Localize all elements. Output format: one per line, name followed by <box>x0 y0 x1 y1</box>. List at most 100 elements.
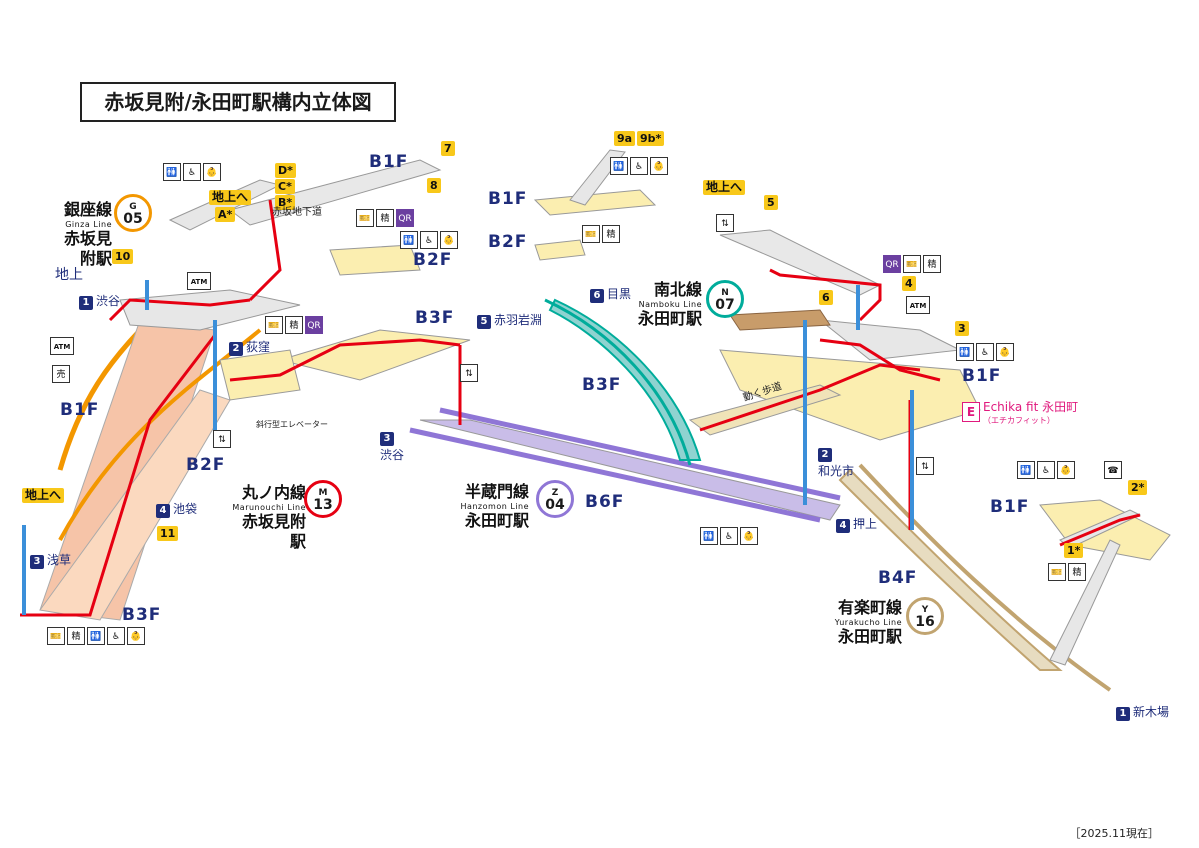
accessible-icon: ♿ <box>720 527 738 545</box>
qr-icon: QR <box>305 316 323 334</box>
left-b1f-concourse <box>119 289 301 331</box>
accessible-icon: ♿ <box>420 231 438 249</box>
hanzomon-track-lower <box>409 427 821 523</box>
facility-icons-ginza-upper: 🚻 ♿ 👶 <box>163 163 221 181</box>
facility-icons-namboku-top: 🚻 ♿ 👶 <box>610 157 668 175</box>
qr-icon: QR <box>883 255 901 273</box>
exit-6: 6 <box>819 290 833 305</box>
facility-icons-far-right-phone: ☎ <box>1104 461 1122 479</box>
baby-icon: 👶 <box>203 163 221 181</box>
exit-to-ground-a: 地上へ <box>209 190 252 205</box>
b2f-lower-concourse <box>219 349 301 401</box>
namboku-b2f <box>534 239 586 261</box>
phone-icon: ☎ <box>1104 461 1122 479</box>
facility-icons-namboku-b2f: 🎫 精 <box>582 225 620 243</box>
page-title: 赤坂見附/永田町駅構内立体図 <box>80 82 396 122</box>
floor-label-left-b3f: B3F <box>122 605 162 625</box>
baby-icon: 👶 <box>1057 461 1075 479</box>
floor-label-b6f: B6F <box>585 492 625 512</box>
floor-label-mid-b2f: B2F <box>413 250 453 270</box>
facility-icons-far-right: 🚻 ♿ 👶 <box>1017 461 1075 479</box>
ticket-icon: 🎫 <box>47 627 65 645</box>
station-yurakucho: 有楽町線 Yurakucho Line 永田町駅 <box>834 598 902 646</box>
exit-10: 10 <box>112 249 134 264</box>
shop-icon: 売 <box>52 365 70 383</box>
station-hanzomon: 半蔵門線 Hanzomon Line 永田町駅 <box>460 482 529 530</box>
fare-adjust-icon: 精 <box>602 225 620 243</box>
elevator-icon: ⇅ <box>460 364 478 382</box>
baby-icon: 👶 <box>650 157 668 175</box>
floor-label-far-right-b1f: B1F <box>990 497 1030 517</box>
exit-9a: 9a <box>614 131 636 146</box>
ticket-icon: 🎫 <box>582 225 600 243</box>
floor-label-b1f-upper: B1F <box>369 152 409 172</box>
facility-icons-marunouchi-b1f: 🎫 精 QR <box>265 316 323 334</box>
baby-icon: 👶 <box>996 343 1014 361</box>
exit-11: 11 <box>157 526 179 541</box>
station-marunouchi: 丸ノ内線 Marunouchi Line 赤坂見附駅 <box>232 483 306 551</box>
yurakucho-platform <box>838 468 1063 671</box>
ticket-icon: 🎫 <box>903 255 921 273</box>
facility-icons-b2f: 🚻 ♿ 👶 <box>400 231 458 249</box>
baby-icon: 👶 <box>440 231 458 249</box>
date-note: ［2025.11現在］ <box>1069 827 1160 840</box>
fare-adjust-icon: 精 <box>1068 563 1086 581</box>
exit-9b: 9b* <box>637 131 665 146</box>
fare-adjust-icon: 精 <box>376 209 394 227</box>
inclined-elevator-label: 斜行型エレベーター <box>256 420 328 429</box>
namboku-b1f <box>533 189 657 216</box>
toilet-icon: 🚻 <box>163 163 181 181</box>
exit-1: 1* <box>1064 543 1084 558</box>
floor-label-namboku-b3f: B3F <box>582 375 622 395</box>
facility-icons-right-b1f: 🚻 ♿ 👶 <box>956 343 1014 361</box>
fare-adjust-icon: 精 <box>923 255 941 273</box>
atm-icon: ATM <box>906 296 930 314</box>
hanzomon-track-upper <box>439 407 841 501</box>
hanzomon-platform <box>419 419 841 521</box>
exit-d: D* <box>275 163 296 178</box>
yurakucho-track <box>858 463 1112 692</box>
floor-label-left-b1f: B1F <box>60 400 100 420</box>
toilet-icon: 🚻 <box>956 343 974 361</box>
floor-label-namboku-b2f: B2F <box>488 232 528 252</box>
far-right-slope <box>1049 539 1121 666</box>
exit-5: 5 <box>764 195 778 210</box>
floor-label-b4f: B4F <box>878 568 918 588</box>
facility-icons-elevator-b4f: ⇅ <box>916 457 934 475</box>
floor-label-right-b1f: B1F <box>962 366 1002 386</box>
ticket-icon: 🎫 <box>265 316 283 334</box>
fare-adjust-icon: 精 <box>285 316 303 334</box>
b3f-mid-concourse <box>278 329 471 381</box>
ticket-icon: 🎫 <box>1048 563 1066 581</box>
toilet-icon: 🚻 <box>700 527 718 545</box>
exit-4: 4 <box>902 276 916 291</box>
elevator-shafts <box>22 280 914 615</box>
exit-to-ground-left: 地上へ <box>22 488 65 503</box>
ground-level-label: 地上 <box>55 267 83 283</box>
b2f-mid-concourse <box>329 244 421 276</box>
echika-label: Echika fit 永田町 （エチカフィット） <box>983 400 1079 425</box>
station-namboku: 南北線 Namboku Line 永田町駅 <box>637 280 702 328</box>
elevator-icon: ⇅ <box>213 430 231 448</box>
toilet-icon: 🚻 <box>1017 461 1035 479</box>
echika-icon: E <box>962 402 980 422</box>
floor-label-namboku-b1f: B1F <box>488 189 528 209</box>
exit-8: 8 <box>427 178 441 193</box>
facility-icons-shop: 売 <box>52 365 70 383</box>
floor-label-mid-b3f: B3F <box>415 308 455 328</box>
accessible-icon: ♿ <box>183 163 201 181</box>
exit-3: 3 <box>955 321 969 336</box>
exit-b: B* <box>275 195 296 210</box>
exit-c: C* <box>275 179 295 194</box>
facility-icons-hanzomon: 🚻 ♿ 👶 <box>700 527 758 545</box>
accessible-icon: ♿ <box>976 343 994 361</box>
